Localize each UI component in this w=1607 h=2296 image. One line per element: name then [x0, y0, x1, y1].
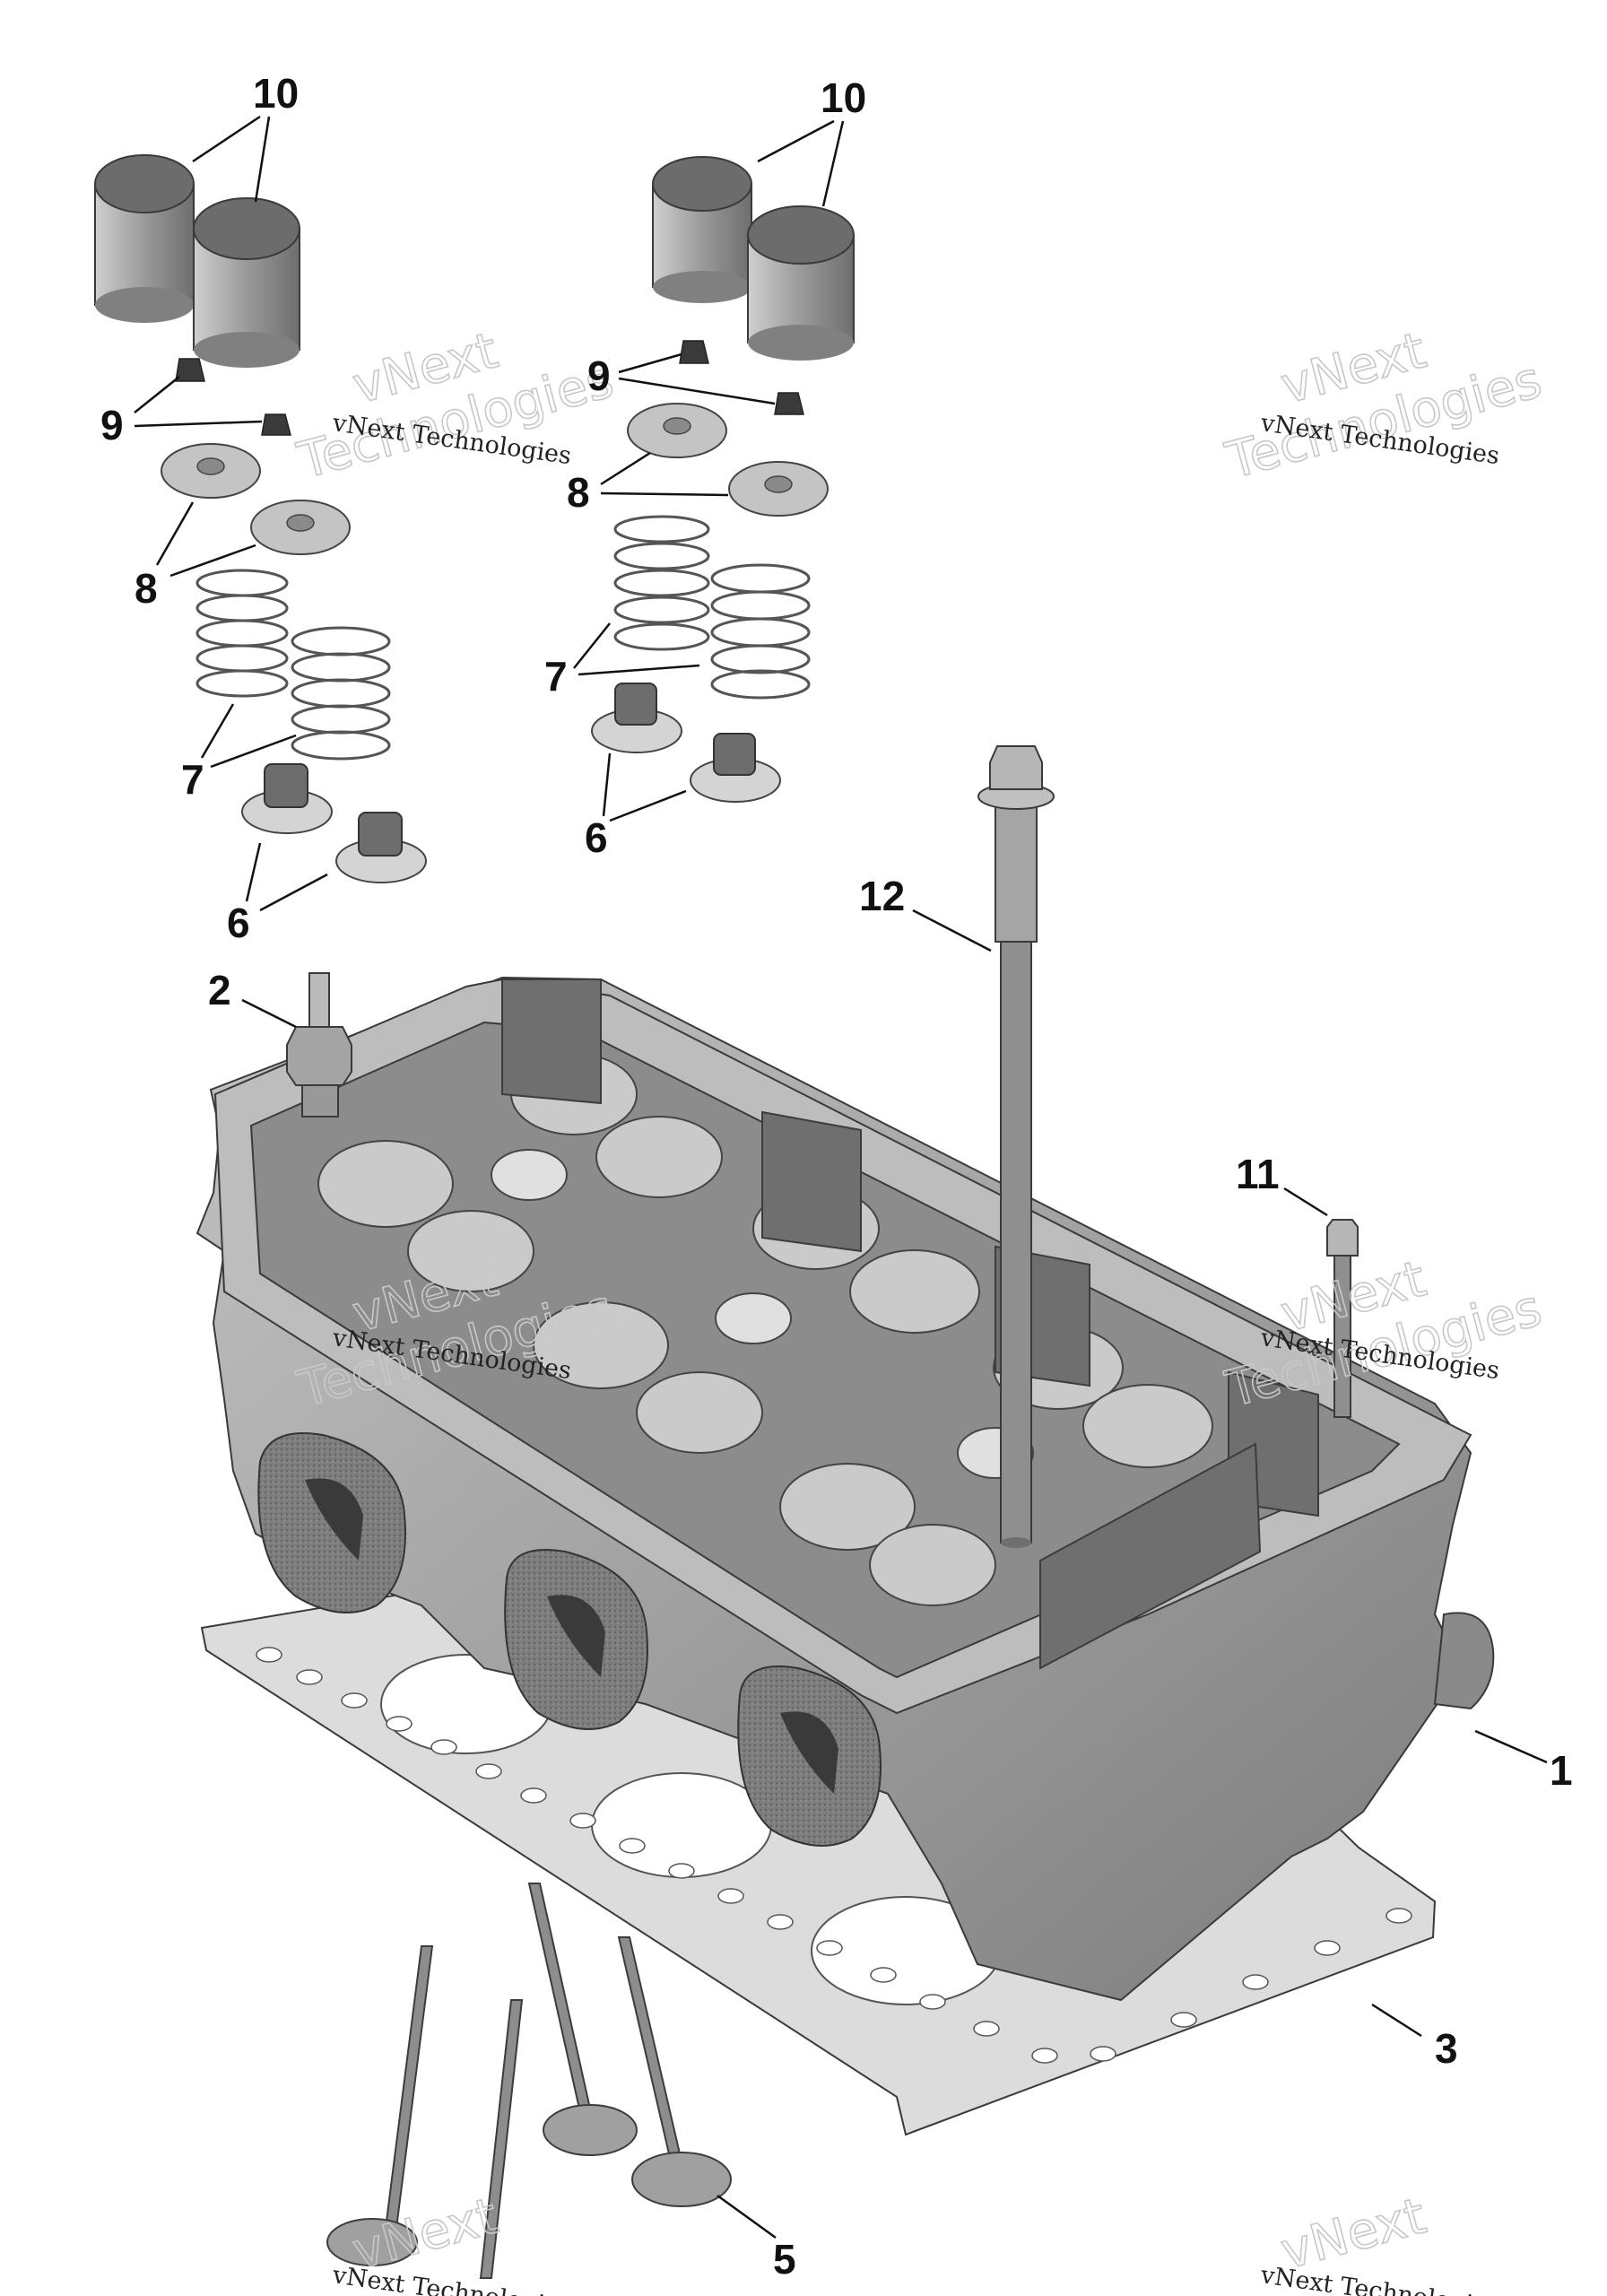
callout-8-left: 8 — [135, 565, 158, 612]
valve-springs — [195, 515, 811, 761]
valve-stem-seals — [241, 683, 781, 883]
watermark-small: vNext Technologies — [330, 2261, 573, 2296]
callout-6-left: 6 — [227, 900, 250, 946]
cylinder-head — [195, 976, 1495, 2002]
callout-7-right: 7 — [544, 653, 568, 700]
callout-11: 11 — [1236, 1151, 1280, 1197]
callout-12: 12 — [859, 873, 905, 919]
callout-9-right: 9 — [587, 352, 611, 399]
leader-lines — [134, 115, 1548, 2239]
watermark-small: vNext Technologies — [1258, 2261, 1501, 2296]
tappets — [94, 154, 855, 368]
callout-7-left: 7 — [181, 756, 204, 803]
callout-8-right: 8 — [567, 469, 590, 516]
callout-9-left: 9 — [100, 402, 124, 448]
callout-2: 2 — [208, 967, 231, 1013]
callout-5: 5 — [773, 2236, 796, 2283]
callout-6-right: 6 — [585, 814, 608, 861]
callout-1: 1 — [1550, 1747, 1573, 1794]
callout-3: 3 — [1435, 2025, 1458, 2072]
callout-10-right: 10 — [821, 74, 866, 121]
valves — [326, 1883, 732, 2279]
fitting — [286, 972, 352, 1118]
head-bolt-long — [977, 745, 1055, 1548]
callout-labels: 10 10 9 9 8 8 7 7 6 6 12 2 11 1 3 5 — [100, 70, 1573, 2283]
bolt-short — [1326, 1219, 1359, 1418]
callout-10-left: 10 — [253, 70, 299, 117]
spring-retainers — [161, 403, 829, 555]
valve-keepers — [175, 340, 804, 436]
